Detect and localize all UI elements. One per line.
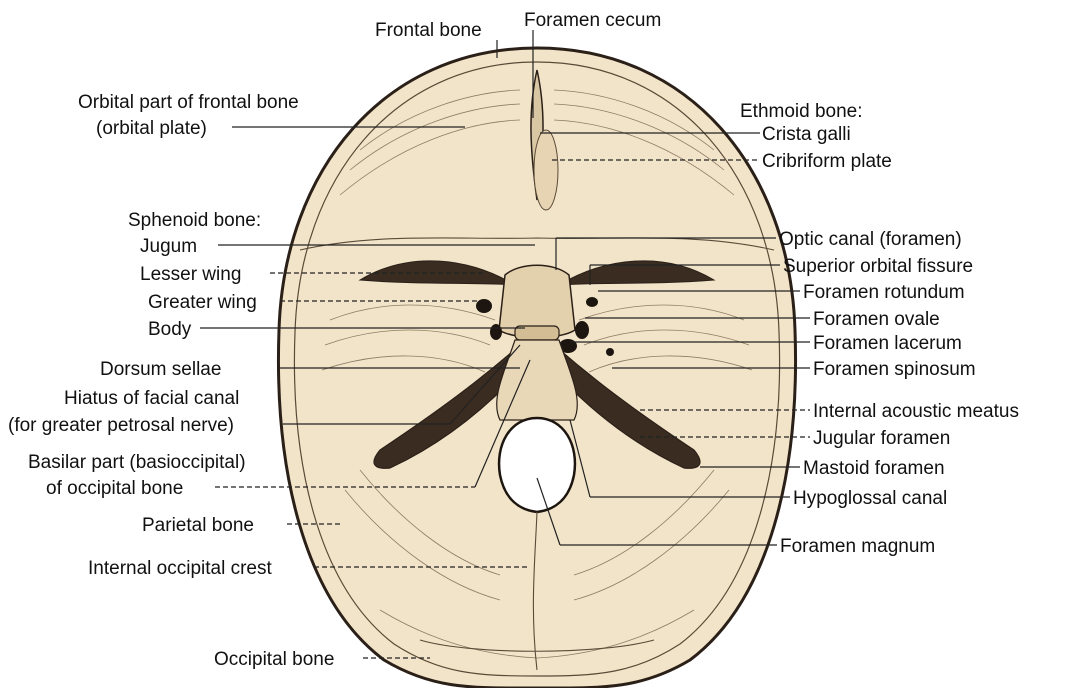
label-jugum: Jugum: [140, 236, 197, 257]
label-dorsum-sellae: Dorsum sellae: [100, 359, 221, 380]
label-lesser-wing: Lesser wing: [140, 264, 241, 285]
label-greater-wing: Greater wing: [148, 292, 257, 313]
label-foramen-spinosum: Foramen spinosum: [813, 359, 976, 380]
foramen-spinosum-shape: [606, 348, 614, 356]
label-hiatus-line2: (for greater petrosal nerve): [8, 415, 234, 436]
label-hypoglossal-canal: Hypoglossal canal: [793, 488, 947, 509]
label-parietal-bone: Parietal bone: [142, 515, 254, 536]
left-foramen-ovale-shape: [490, 324, 502, 340]
foramen-ovale-shape: [575, 321, 589, 339]
label-foramen-rotundum: Foramen rotundum: [803, 282, 965, 303]
label-cribriform-plate: Cribriform plate: [762, 151, 892, 172]
label-basilar-line2: of occipital bone: [46, 478, 183, 499]
label-foramen-cecum: Foramen cecum: [524, 10, 661, 31]
label-optic-canal: Optic canal (foramen): [779, 229, 962, 250]
label-body: Body: [148, 319, 192, 340]
label-foramen-magnum: Foramen magnum: [780, 536, 935, 557]
label-basilar-line1: Basilar part (basioccipital): [28, 452, 246, 473]
label-foramen-lacerum: Foramen lacerum: [813, 333, 962, 354]
label-hiatus-line1: Hiatus of facial canal: [64, 388, 239, 409]
label-superior-orbital-fissure: Superior orbital fissure: [783, 256, 973, 277]
label-foramen-ovale: Foramen ovale: [813, 309, 940, 330]
label-internal-occipital-crest: Internal occipital crest: [88, 558, 272, 579]
cribriform-plate-shape: [534, 130, 558, 210]
label-occipital-bone: Occipital bone: [214, 649, 334, 670]
left-foramen-rotundum-shape: [476, 299, 492, 313]
label-frontal-bone: Frontal bone: [375, 20, 482, 41]
label-crista-galli: Crista galli: [762, 124, 851, 145]
label-orbital-part-line2: (orbital plate): [96, 118, 207, 139]
label-internal-acoustic-meatus: Internal acoustic meatus: [813, 401, 1019, 422]
label-orbital-part-line1: Orbital part of frontal bone: [78, 92, 299, 113]
foramen-rotundum-shape: [586, 297, 598, 307]
label-sphenoid-bone: Sphenoid bone:: [128, 210, 261, 231]
label-mastoid-foramen: Mastoid foramen: [803, 458, 945, 479]
label-ethmoid-bone: Ethmoid bone:: [740, 101, 863, 122]
label-jugular-foramen: Jugular foramen: [813, 428, 950, 449]
foramen-magnum-shape: [499, 418, 575, 512]
